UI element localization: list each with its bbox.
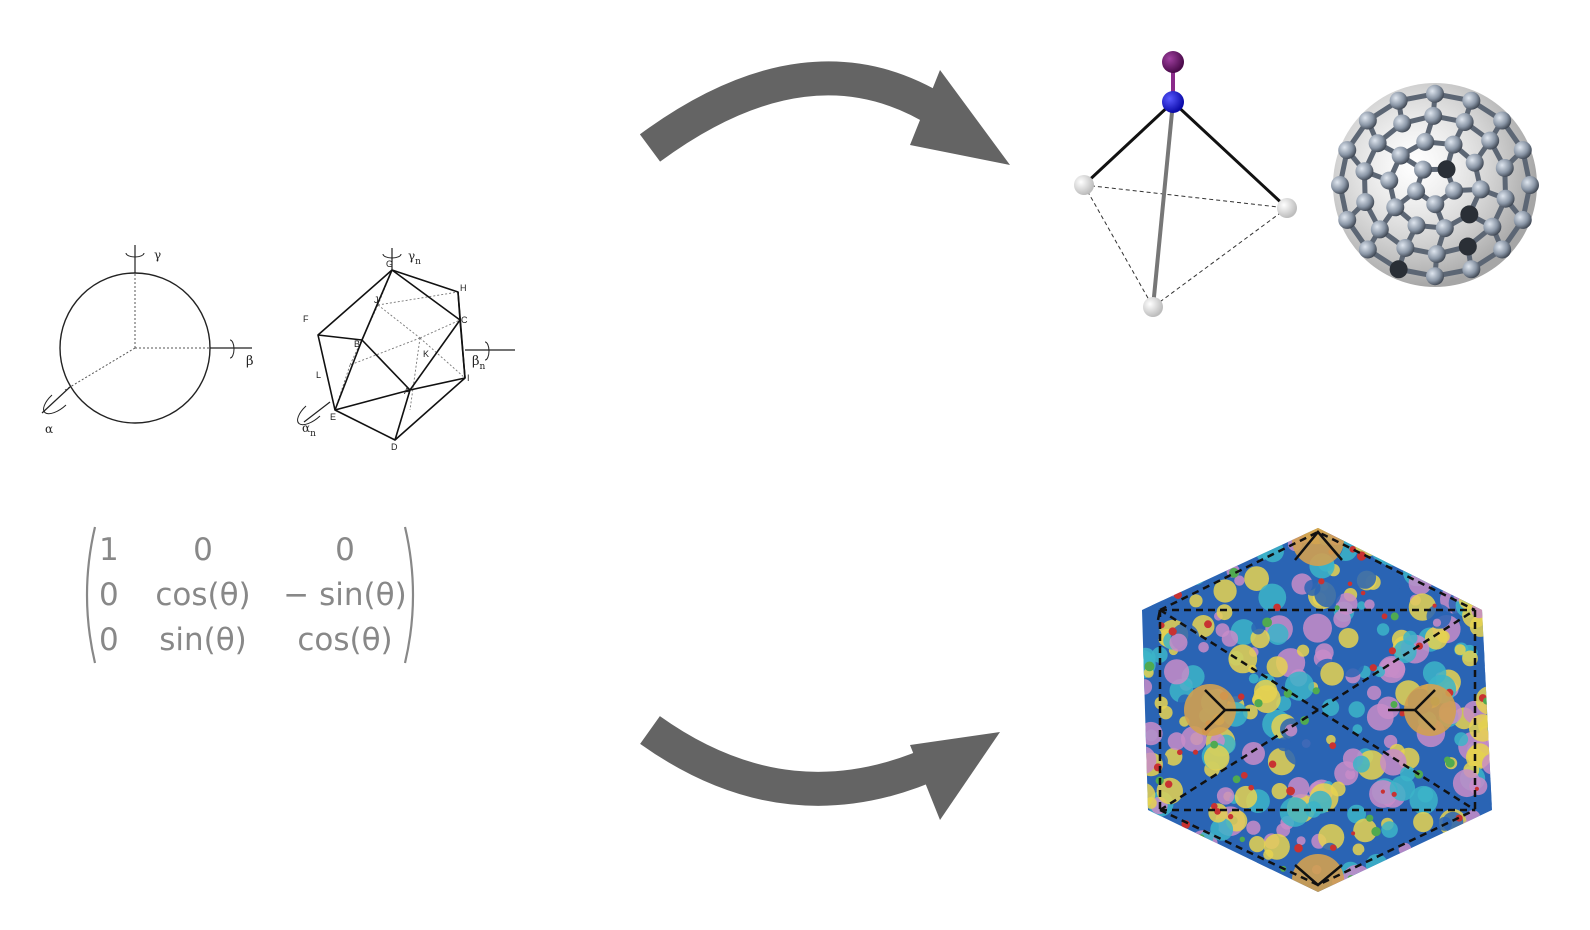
curved-arrow-right-icon — [640, 716, 1000, 820]
matrix-cell-1-0: 0 — [99, 577, 119, 613]
vertex-label-b: B — [354, 339, 360, 349]
icosahedron-rotation-diagram: γn βn αn G H F C B J K L A I E D — [297, 248, 515, 452]
virus-capsid-icon — [1142, 528, 1492, 892]
tetrahedral-molecule-icon — [1074, 51, 1297, 317]
matrix-cell-0-1: 0 — [193, 532, 213, 568]
vertex-label-h: H — [460, 283, 467, 293]
vertex-label-a: A — [404, 386, 410, 396]
vertex-label-k: K — [423, 349, 429, 359]
vertex-label-g: G — [386, 259, 393, 269]
beta-n-label: βn — [472, 354, 486, 372]
matrix-cell-0-0: 1 — [99, 532, 119, 568]
matrix-cell-2-1: sin(θ) — [159, 622, 247, 658]
matrix-cell-2-2: cos(θ) — [297, 622, 392, 658]
rotation-matrix: 1 0 0 0 cos(θ) − sin(θ) 0 sin(θ) cos(θ) — [85, 526, 415, 664]
sphere-rotation-diagram: γ β α — [41, 245, 254, 436]
vertex-label-f: F — [303, 314, 309, 324]
fullerene-c60-icon — [1331, 83, 1539, 287]
curved-arrow-right-icon — [640, 61, 1010, 165]
matrix-cell-1-1: cos(θ) — [155, 577, 250, 613]
vertex-label-l: L — [316, 370, 321, 380]
gamma-n-label: γn — [408, 249, 421, 267]
vertex-label-i: I — [467, 373, 470, 383]
vertex-label-j: J — [374, 295, 379, 305]
vertex-label-d: D — [391, 442, 398, 452]
matrix-cell-0-2: 0 — [335, 532, 355, 568]
vertex-label-c: C — [461, 315, 468, 325]
vertex-label-e: E — [330, 412, 336, 422]
alpha-label: α — [45, 422, 53, 436]
beta-label: β — [246, 354, 254, 369]
alpha-n-label: αn — [302, 421, 316, 439]
matrix-cell-1-2: − sin(θ) — [283, 577, 406, 613]
matrix-cell-2-0: 0 — [99, 622, 119, 658]
gamma-label: γ — [154, 248, 161, 262]
